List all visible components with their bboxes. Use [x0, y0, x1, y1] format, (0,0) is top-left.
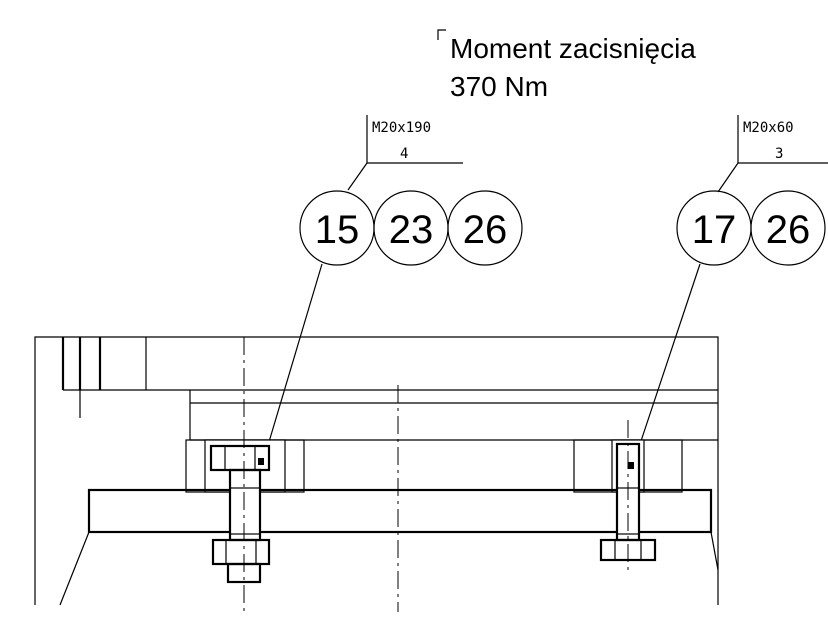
leader-left: [262, 263, 323, 463]
balloon-17-label: 17: [692, 208, 737, 252]
note-line-1: Moment zacisnięcia: [450, 33, 696, 64]
balloon-23-label: 23: [389, 208, 434, 252]
section-view: [34, 336, 719, 612]
bolt-nut-left: [211, 538, 271, 566]
balloon-26-right-label: 26: [766, 208, 811, 252]
balloon-26-left-label: 26: [463, 208, 508, 252]
balloon-group-right: 17 26: [631, 190, 826, 469]
bolt-size-left: M20x190: [372, 120, 431, 136]
balloon-26-right: [750, 190, 826, 266]
note-corner-mark: [437, 29, 446, 40]
bolt-qty-left: 4: [400, 146, 408, 162]
balloon-15-label: 15: [315, 208, 360, 252]
torque-note: Moment zacisnięcia 370 Nm: [437, 29, 696, 102]
note-line-2: 370 Nm: [450, 71, 548, 102]
leader-right: [631, 263, 701, 469]
balloon-26-left: [447, 190, 523, 266]
bolt-label-right: M20x60 3: [717, 115, 828, 193]
bolt-label-left: M20x190 4: [347, 115, 463, 191]
balloon-group-left: 15 23 26: [262, 190, 523, 463]
bolt-qty-right: 3: [775, 146, 783, 162]
bolt-size-right: M20x60: [743, 120, 794, 136]
